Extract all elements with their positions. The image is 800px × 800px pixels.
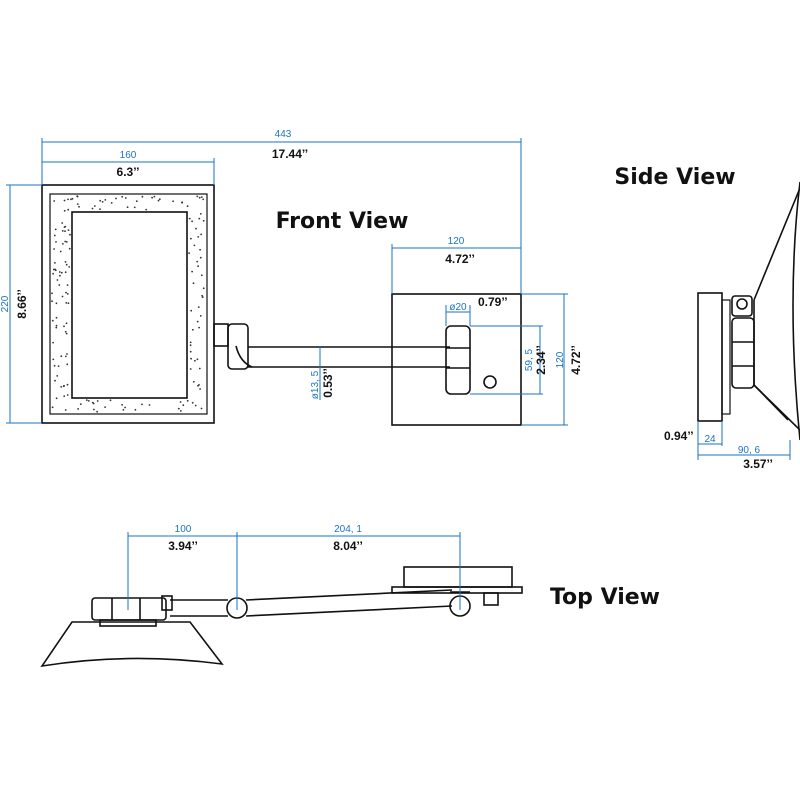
top-view: Top View 100 3.94’’ 204, 1 8.04’’ bbox=[40, 524, 660, 668]
dim-total-mm: 443 bbox=[275, 129, 292, 140]
top-view-title: Top View bbox=[550, 585, 660, 610]
dim-mirror-width-mm: 160 bbox=[120, 150, 137, 161]
dim-side-base-mm: 24 bbox=[704, 434, 716, 445]
dim-arm-offset-mm: 59, 5 bbox=[524, 348, 535, 371]
top-switch bbox=[483, 592, 499, 606]
front-view-title: Front View bbox=[276, 209, 409, 234]
mirror-hinge bbox=[213, 323, 229, 347]
dim-total-in: 17.44’’ bbox=[272, 147, 308, 161]
front-view: 443 17.44’’ 160 6.3’’ 220 8.66’’ 120 4.7… bbox=[0, 129, 583, 426]
side-joint bbox=[731, 317, 755, 389]
dim-knob-mm: ø20 bbox=[449, 302, 467, 313]
mirror-frame bbox=[41, 184, 215, 424]
wall-plate-joint bbox=[445, 325, 471, 395]
side-hinge-top bbox=[731, 295, 753, 317]
top-hinge bbox=[91, 597, 167, 621]
dim-top-a-mm: 100 bbox=[175, 524, 192, 535]
side-hinge-pin bbox=[736, 298, 748, 310]
mirror-glass bbox=[71, 211, 188, 399]
side-mirror-frame bbox=[753, 187, 800, 431]
top-mirror bbox=[40, 621, 224, 668]
dim-mirror-height-in: 8.66’’ bbox=[15, 289, 29, 319]
dim-side-depth-in: 3.57’’ bbox=[743, 457, 773, 471]
side-view: Side View 24 0.94’’ 90, 6 3.57’’ bbox=[614, 165, 800, 471]
arm-elbow bbox=[235, 345, 253, 368]
dim-arm-offset-in: 2.34’’ bbox=[534, 345, 548, 375]
top-wall-plate bbox=[403, 566, 513, 588]
side-mirror-face bbox=[792, 181, 800, 441]
dim-side-base-in: 0.94’’ bbox=[664, 429, 694, 443]
side-plate-edge bbox=[721, 299, 731, 415]
top-wall-plate-base bbox=[391, 586, 523, 594]
dim-plate-width-in: 4.72’’ bbox=[445, 252, 475, 266]
dim-plate-width-mm: 120 bbox=[448, 236, 465, 247]
mirror-frame-inner bbox=[49, 193, 208, 415]
dim-top-b-mm: 204, 1 bbox=[334, 524, 362, 535]
wall-plate bbox=[391, 293, 522, 426]
dim-mirror-height-mm: 220 bbox=[0, 295, 11, 312]
dim-top-b-in: 8.04’’ bbox=[333, 539, 363, 553]
dim-top-a-in: 3.94’’ bbox=[168, 539, 198, 553]
dim-mirror-width-in: 6.3’’ bbox=[117, 165, 140, 179]
dim-knob-in: 0.79’’ bbox=[478, 295, 508, 309]
side-view-title: Side View bbox=[614, 165, 735, 190]
dim-arm-dia-mm: ø13, 5 bbox=[310, 370, 321, 399]
side-wall-plate bbox=[697, 292, 723, 422]
dim-arm-dia-in: 0.53’’ bbox=[321, 368, 335, 398]
dim-plate-height-in: 4.72’’ bbox=[569, 345, 583, 375]
switch-knob bbox=[483, 375, 497, 389]
frame-texture bbox=[51, 195, 205, 413]
dim-plate-height-mm: 120 bbox=[555, 351, 566, 368]
dim-side-depth-mm: 90, 6 bbox=[738, 445, 761, 456]
